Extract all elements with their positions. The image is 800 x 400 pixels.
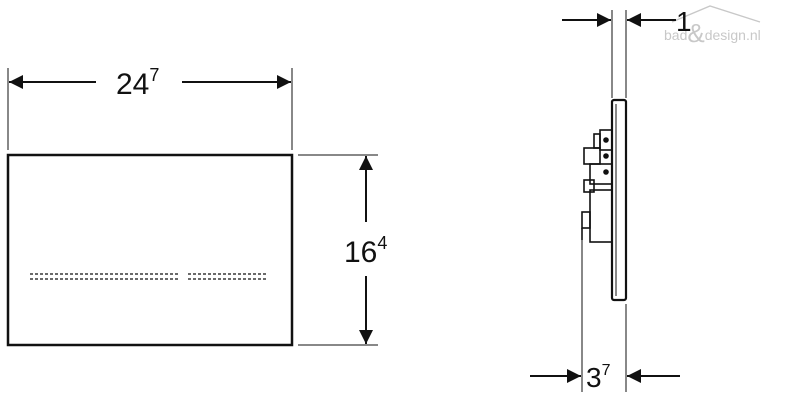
flush-plate-front [6, 153, 294, 347]
svg-text:bad&design.nl: bad&design.nl [664, 18, 761, 48]
watermark-text-part1: bad [664, 27, 687, 43]
width-value-sup: 7 [149, 65, 159, 85]
mounting-frame [581, 129, 613, 243]
width-dimension-label: 247 [116, 65, 159, 101]
watermark-text-part2: design.nl [705, 27, 761, 43]
thickness-value: 1 [676, 6, 692, 37]
front-view: 247 164 [6, 65, 387, 347]
height-dimension-label: 164 [344, 233, 387, 269]
flush-plate-side [610, 98, 628, 302]
depth-value-sup: 7 [602, 362, 611, 379]
height-value: 16 [344, 236, 377, 269]
depth-value: 3 [586, 362, 602, 393]
fixing-screws [603, 137, 609, 175]
watermark-logo: bad&design.nl [664, 5, 761, 48]
side-view: 1 37 [530, 6, 692, 393]
width-value: 24 [116, 68, 149, 101]
watermark-ampersand: & [687, 18, 704, 48]
depth-dimension-label: 37 [586, 362, 611, 393]
house-roof-icon [671, 5, 761, 23]
height-value-sup: 4 [377, 233, 387, 253]
thickness-dimension-label: 1 [676, 6, 692, 37]
